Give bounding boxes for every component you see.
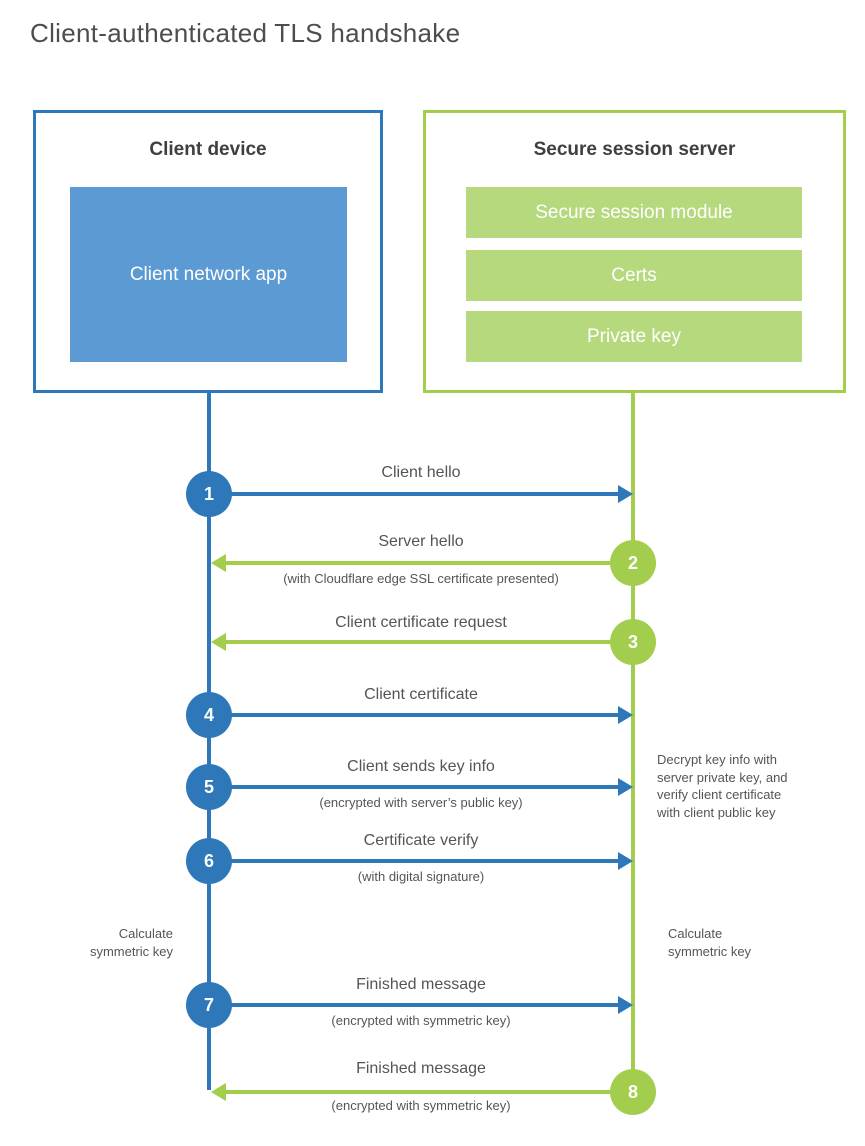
note-server-decrypt-line4: with client public key — [657, 804, 776, 820]
client-network-app-box: Client network app — [70, 187, 347, 362]
note-client-calculate-line2: symmetric key — [89, 943, 173, 959]
client-network-app-label: Client network app — [129, 263, 288, 285]
step-6-label: Certificate verify — [363, 832, 479, 849]
step-3-badge: 3 — [610, 619, 656, 665]
server-lifeline — [631, 392, 635, 1092]
step-8-label: Finished message — [356, 1060, 486, 1077]
step-8-badge: 8 — [610, 1069, 656, 1115]
server-module-certs: Certs — [466, 250, 802, 301]
note-client-calculate: Calculate symmetric key — [23, 925, 173, 960]
step-5-label: Client sends key info — [347, 758, 495, 775]
client-device-box: Client device Client network app — [33, 110, 383, 393]
step-5-arrow-right-icon — [230, 778, 633, 796]
step-1-arrow-right-icon — [230, 485, 633, 503]
step-8-sublabel: (encrypted with symmetric key) — [331, 1098, 511, 1113]
page-title: Client-authenticated TLS handshake — [30, 18, 461, 48]
step-7-sublabel: (encrypted with symmetric key) — [331, 1013, 511, 1028]
step-3-label: Client certificate request — [335, 614, 507, 631]
step-4-badge: 4 — [186, 692, 232, 738]
step-6-badge: 6 — [186, 838, 232, 884]
step-4-label: Client certificate — [364, 686, 478, 703]
step-6-arrow-right-icon — [230, 852, 633, 870]
step-1-badge: 1 — [186, 471, 232, 517]
step-2-label: Server hello — [378, 533, 464, 550]
note-server-calculate: Calculate symmetric key — [668, 925, 818, 960]
step-7-badge: 7 — [186, 982, 232, 1028]
note-server-calculate-line2: symmetric key — [668, 943, 752, 959]
note-server-decrypt: Decrypt key info with server private key… — [657, 751, 842, 821]
step-2-sublabel: (with Cloudflare edge SSL certificate pr… — [283, 571, 559, 586]
server-module-secure-session: Secure session module — [466, 187, 802, 238]
client-lifeline — [207, 392, 211, 1090]
step-6-sublabel: (with digital signature) — [357, 869, 485, 884]
step-5-sublabel: (encrypted with server’s public key) — [319, 795, 523, 810]
step-7-arrow-right-icon — [230, 996, 633, 1014]
secure-session-server-box: Secure session server Secure session mod… — [423, 110, 846, 393]
note-client-calculate-line1: Calculate — [118, 926, 173, 941]
note-server-calculate-line1: Calculate — [668, 926, 723, 941]
step-7-label: Finished message — [356, 976, 486, 993]
secure-session-server-title: Secure session server — [533, 139, 736, 160]
server-module-private-key: Private key — [466, 311, 802, 362]
step-1-label: Client hello — [381, 464, 461, 481]
step-3-arrow-left-icon — [211, 633, 610, 651]
step-2-badge: 2 — [610, 540, 656, 586]
step-8-arrow-left-icon — [211, 1083, 610, 1101]
note-server-decrypt-line3: verify client certificate — [657, 787, 782, 802]
step-5-badge: 5 — [186, 764, 232, 810]
step-4-arrow-right-icon — [230, 706, 633, 724]
client-device-title: Client device — [149, 139, 267, 160]
step-2-arrow-left-icon — [211, 554, 610, 572]
note-server-decrypt-line2: server private key, and — [657, 769, 788, 785]
note-server-decrypt-line1: Decrypt key info with — [657, 752, 777, 767]
